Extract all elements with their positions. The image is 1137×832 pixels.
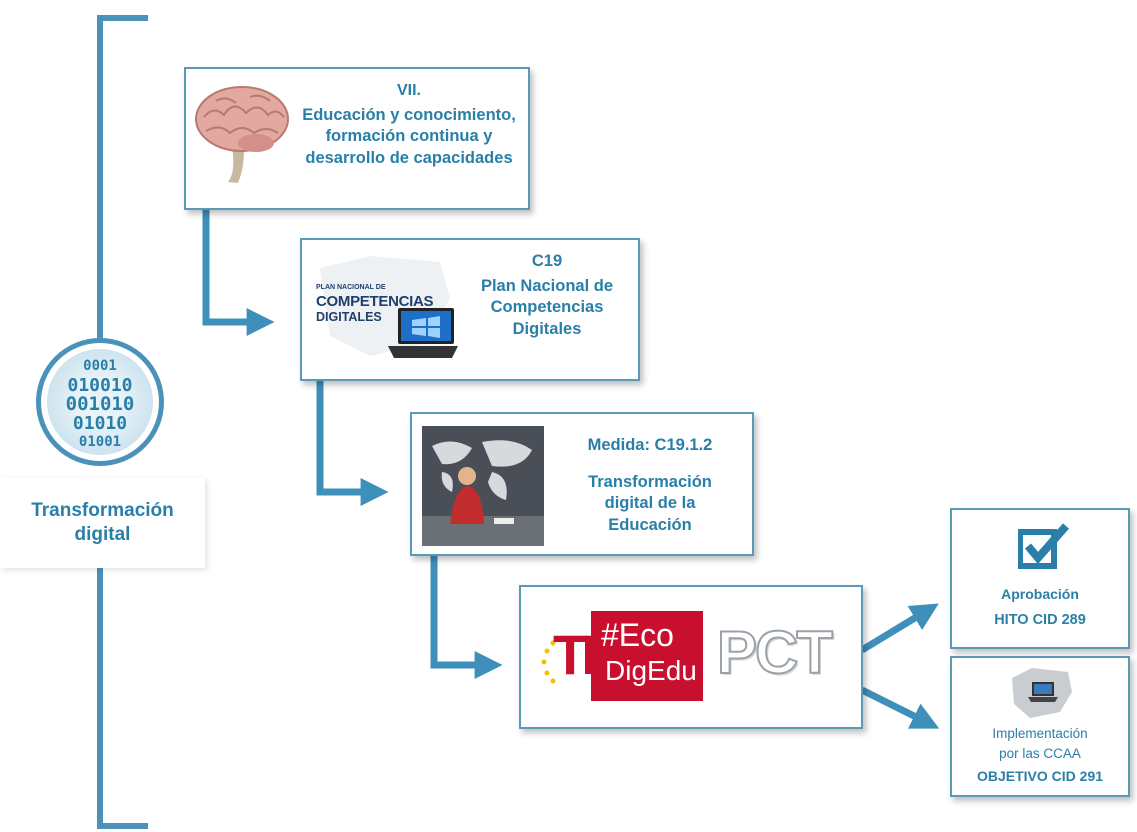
bracket-line	[97, 15, 148, 829]
box-vii-number: VII.	[396, 82, 421, 99]
box-vii-title: Educación y conocimiento, formación cont…	[302, 106, 516, 167]
checkbox-icon	[1018, 523, 1070, 569]
brain-icon	[195, 86, 289, 183]
box-hito-line2: HITO CID 289	[994, 612, 1086, 628]
binary-row: 01001	[78, 434, 122, 450]
binary-row: 0001	[83, 358, 117, 374]
pncd-big-text-1: COMPETENCIAS	[316, 293, 434, 310]
eu-stars-icon	[541, 640, 556, 684]
ecodigedu-line2: DigEdu	[605, 655, 697, 686]
binary-row: 01010	[72, 413, 128, 434]
pct-logo: PCT	[716, 619, 834, 686]
box-objetivo: Implementación por las CCAA OBJETIVO CID…	[950, 656, 1130, 797]
binary-row: 001010	[65, 393, 135, 415]
left-title: Transformación digital	[31, 500, 174, 545]
box-hito: Aprobación HITO CID 289	[950, 508, 1130, 649]
left-title-box: Transformación digital	[0, 478, 205, 568]
box-hito-line1: Aprobación	[1001, 586, 1079, 602]
box-objetivo-line3: OBJETIVO CID 291	[976, 768, 1104, 784]
child-world-map-icon	[422, 426, 544, 546]
tr-logo: TR	[539, 623, 622, 697]
box-medida-code: Medida: C19.1.2	[587, 436, 713, 454]
box-objetivo-line1: Implementación	[992, 726, 1088, 741]
laptop-icon	[388, 308, 458, 358]
box-c19-code: C19	[531, 252, 563, 270]
box-c19-title: Plan Nacional de Competencias Digitales	[480, 277, 614, 338]
ecodigedu-line1: #Eco	[601, 617, 674, 653]
pncd-small-text: PLAN NACIONAL DE	[316, 284, 386, 291]
spain-map-laptop-icon	[1012, 668, 1072, 718]
binary-row: 010010	[67, 375, 133, 396]
box-medida-title: Transformación digital de la Educación	[588, 473, 712, 534]
binary-globe-icon: 0001 010010 001010 01010 01001	[36, 338, 164, 466]
pncd-big-text-2: DIGITALES	[316, 310, 382, 324]
box-vii: VII. Educación y conocimiento, formación…	[184, 67, 530, 210]
ecodigedu-logo: #Eco DigEdu	[591, 611, 703, 701]
box-ecodigedu: TR #Eco DigEdu PCT	[519, 585, 863, 729]
pncd-logo: PLAN NACIONAL DE COMPETENCIAS DIGITALES	[310, 248, 460, 370]
box-medida: Medida: C19.1.2 Transformación digital d…	[410, 412, 754, 556]
box-c19: PLAN NACIONAL DE COMPETENCIAS DIGITALES …	[300, 238, 640, 381]
box-objetivo-line2: por las CCAA	[999, 746, 1081, 761]
